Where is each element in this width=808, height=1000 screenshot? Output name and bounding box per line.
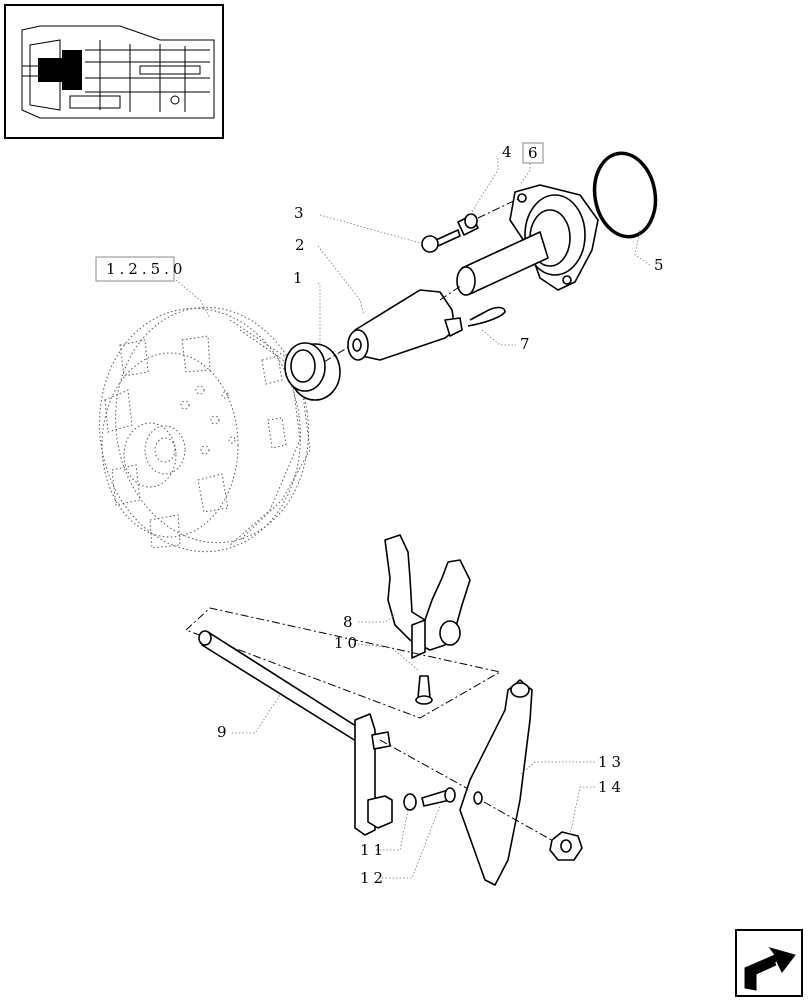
callout-4: 4: [502, 143, 516, 161]
guide-sleeve-part-6: [456, 184, 599, 296]
bearing-carrier-part-2: [347, 289, 463, 361]
bolt-part-3: [421, 229, 461, 253]
callout-6-box: [522, 142, 544, 164]
clip-part-7: [467, 306, 506, 327]
release-bearing-part-1: [284, 342, 341, 401]
screw-part-10: [415, 675, 433, 705]
callout-13: 13: [598, 753, 625, 771]
bolt-part-12: [421, 787, 456, 807]
next-page-arrow-icon[interactable]: [735, 929, 803, 997]
nut-part-14: [549, 831, 583, 861]
callout-labels: 1 2 3 4 5 6 7 8 10 9 11 12 13 14: [217, 142, 668, 887]
release-fork-part-8: [384, 534, 471, 659]
callout-5: 5: [654, 256, 668, 274]
callout-1: 1: [293, 269, 307, 287]
clutch-assembly-outline: [99, 306, 311, 553]
reference-box[interactable]: 1.2.5.0: [95, 256, 186, 282]
washer-part-11: [403, 793, 417, 811]
callout-9: 9: [217, 723, 231, 741]
callout-10: 10: [334, 634, 361, 652]
callout-3: 3: [294, 204, 308, 222]
leader-lines: [232, 158, 651, 879]
svg-text:1.2.5.0: 1.2.5.0: [106, 260, 186, 278]
lever-arm: [354, 713, 393, 836]
callout-7: 7: [520, 335, 534, 353]
callout-12: 12: [360, 869, 387, 887]
callout-11: 11: [360, 841, 387, 859]
callout-6: 6: [528, 144, 542, 162]
callout-14: 14: [598, 778, 625, 796]
o-ring-part-5: [592, 151, 658, 239]
plate-part-13: [459, 679, 533, 886]
transmission-thumbnail-icon[interactable]: [4, 4, 224, 139]
callout-2: 2: [295, 236, 309, 254]
callout-8: 8: [343, 613, 357, 631]
spacer-part-4: [457, 213, 479, 236]
